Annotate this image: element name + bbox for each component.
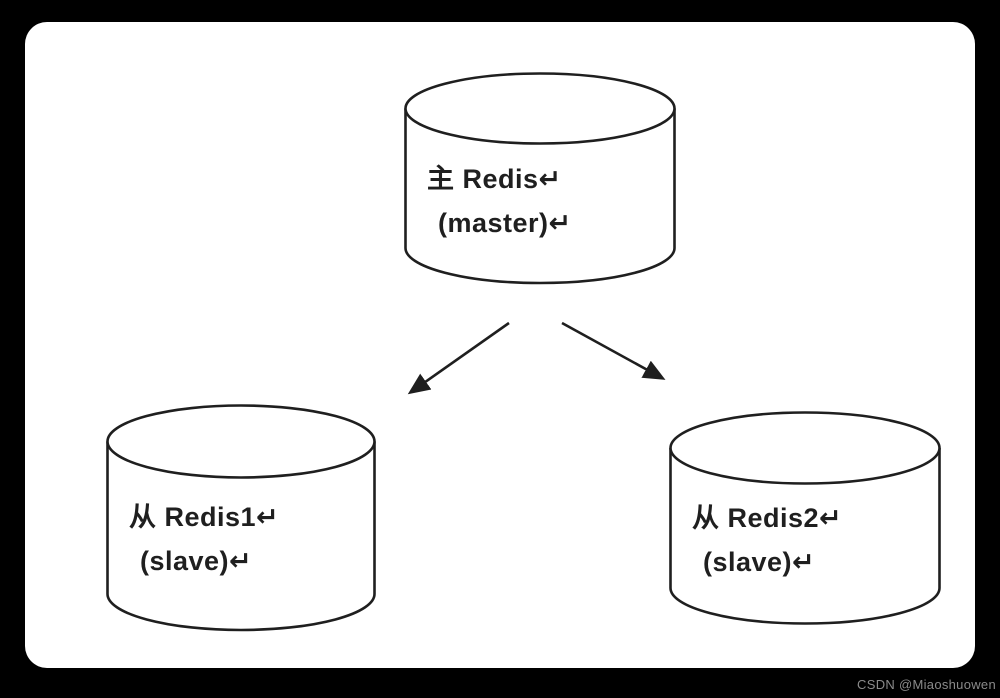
slave2-node: 从 Redis2↵ (slave)↵ <box>668 410 942 627</box>
database-cylinder-icon <box>404 72 676 285</box>
watermark: CSDN @Miaoshuowen <box>857 677 996 692</box>
slave2-node-label: 从 Redis2↵ (slave)↵ <box>692 496 842 584</box>
database-cylinder-icon <box>669 411 941 625</box>
slave1-node: 从 Redis1↵ (slave)↵ <box>105 403 377 634</box>
slave1-node-label-line2: (slave)↵ <box>140 546 253 576</box>
slave1-node-label-line1: 从 Redis1↵ <box>129 502 280 532</box>
master-node-label-line1: 主 Redis↵ <box>427 164 562 194</box>
master-node-label: 主 Redis↵ (master)↵ <box>427 157 572 245</box>
slave2-node-label-line2: (slave)↵ <box>703 547 816 577</box>
slave2-node-label-line1: 从 Redis2↵ <box>692 503 843 533</box>
database-cylinder-icon <box>106 404 376 632</box>
slave1-node-label: 从 Redis1↵ (slave)↵ <box>129 495 279 583</box>
master-node: 主 Redis↵ (master)↵ <box>403 71 677 287</box>
master-node-label-line2: (master)↵ <box>438 208 572 238</box>
